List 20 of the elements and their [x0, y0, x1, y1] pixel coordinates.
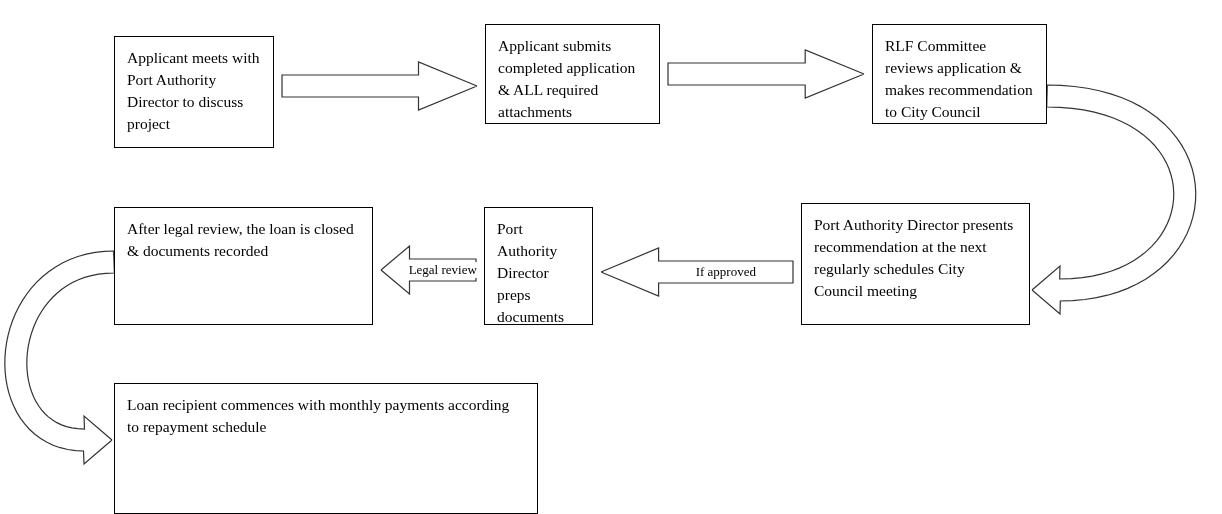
block-arrow	[667, 49, 866, 99]
process-box	[484, 207, 593, 325]
step-text: Port Authority Director preps documents	[497, 219, 566, 327]
step-text: After legal review, the loan is closed & documents recorded	[127, 219, 355, 261]
block-arrow	[281, 61, 479, 111]
step-text: RLF Committee reviews application & makes recommendation to City Council	[885, 36, 1034, 122]
process-box	[485, 24, 660, 124]
step-text: Applicant meets with Port Authority Director to discuss project	[127, 48, 261, 134]
step-text: Applicant submits completed application & ALL required attachments	[498, 36, 637, 122]
process-box	[114, 383, 538, 514]
step-text: Loan recipient commences with monthly payments according to repayment schedule	[127, 395, 511, 437]
process-box	[801, 203, 1030, 325]
step-text: Port Authority Director presents recommendation at the next regularly schedules City Council meeting	[814, 215, 1015, 301]
block-arrow	[4, 250, 116, 466]
block-arrow	[1031, 84, 1197, 316]
process-box	[114, 36, 274, 148]
process-box	[114, 207, 373, 325]
edge-label: If approved	[694, 264, 757, 280]
edge-label: Legal review	[407, 262, 478, 278]
process-box	[872, 24, 1047, 124]
